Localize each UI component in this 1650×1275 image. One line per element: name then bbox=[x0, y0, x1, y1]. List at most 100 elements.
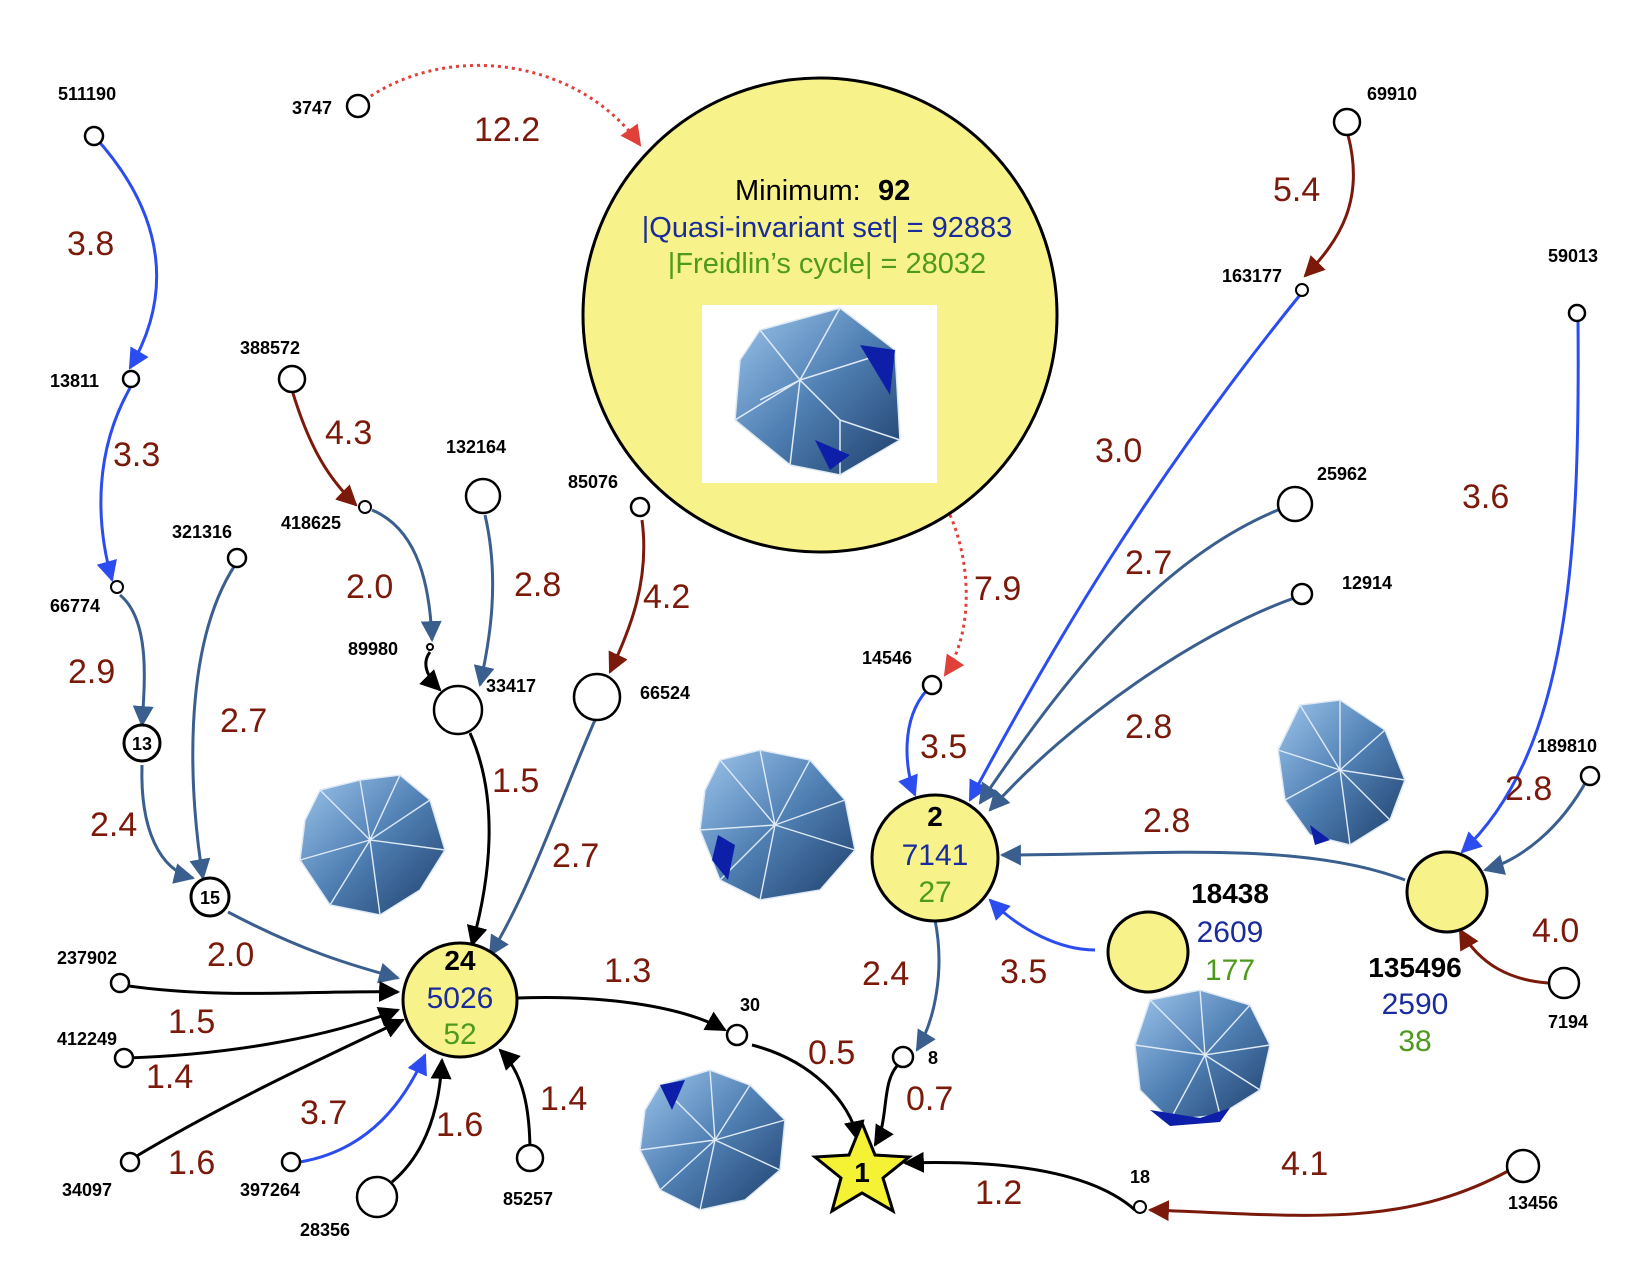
node-2-quasi: 7141 bbox=[902, 839, 969, 872]
edge-13811-66774 bbox=[96, 387, 132, 583]
edge-135496-2 bbox=[999, 844, 1406, 882]
node-66524-label: 66524 bbox=[640, 683, 690, 703]
polyhedron-image bbox=[639, 1069, 786, 1211]
node-2-circle bbox=[870, 793, 1000, 923]
node-28356-circle bbox=[355, 1175, 399, 1219]
node-12914-circle bbox=[1290, 582, 1314, 606]
node-237902-label: 237902 bbox=[57, 948, 117, 968]
edge-59013-135496 bbox=[1460, 317, 1580, 854]
node-511190-label: 511190 bbox=[58, 84, 116, 104]
node-89980-circle bbox=[426, 643, 434, 651]
weight-minimum-14546: 7.9 bbox=[974, 570, 1021, 608]
edge-13-15 bbox=[140, 764, 196, 884]
weight-34097-24: 1.6 bbox=[168, 1144, 215, 1182]
edge-66774-13 bbox=[119, 593, 154, 728]
weight-135496-2: 2.8 bbox=[1143, 802, 1190, 840]
edge-237902-24 bbox=[121, 981, 401, 1003]
edge-30-1 bbox=[751, 1043, 865, 1143]
node-59013-label: 59013 bbox=[1548, 246, 1598, 266]
node-18438-freidlin: 177 bbox=[1205, 954, 1255, 987]
node-66774-label: 66774 bbox=[50, 596, 100, 616]
weight-85257-24: 1.4 bbox=[540, 1080, 587, 1118]
node-135496-quasi: 2590 bbox=[1382, 988, 1449, 1021]
weight-388572-418625: 4.3 bbox=[325, 414, 372, 452]
edge-7194-135496 bbox=[1458, 928, 1549, 985]
node-85257-circle bbox=[515, 1143, 545, 1173]
node-3747-label: 3747 bbox=[292, 98, 332, 118]
star-label: 1 bbox=[854, 1157, 870, 1188]
node-30-label: 30 bbox=[740, 995, 760, 1015]
node-24-freidlin: 52 bbox=[443, 1018, 476, 1051]
weight-412249-24: 1.4 bbox=[146, 1058, 193, 1096]
node-24: 24 5026 52 bbox=[401, 941, 519, 1059]
node-13811-circle bbox=[121, 369, 141, 389]
weight-33417-24: 1.5 bbox=[492, 762, 539, 800]
node-397264-circle bbox=[280, 1151, 302, 1173]
edge-14546-2 bbox=[898, 688, 929, 797]
weight-18438-2: 3.5 bbox=[1000, 953, 1047, 991]
minimum-polyhedron-image bbox=[734, 307, 901, 476]
weight-15-24: 2.0 bbox=[207, 936, 254, 974]
edge-132164-33417 bbox=[473, 514, 495, 688]
node-13-circle bbox=[122, 723, 162, 763]
node-135496-id: 135496 bbox=[1368, 952, 1461, 983]
node-163177-circle bbox=[1295, 283, 1309, 297]
polyhedron-image bbox=[1277, 699, 1406, 846]
edge-34097-24 bbox=[134, 1018, 405, 1159]
quasi-invariant-text: |Quasi-invariant set| = 92883 bbox=[642, 212, 1013, 244]
node-24-circle bbox=[401, 941, 519, 1059]
minimum-label: Minimum: bbox=[735, 175, 861, 207]
weight-511190-13811: 3.8 bbox=[67, 225, 114, 263]
node-237902-circle bbox=[109, 972, 131, 994]
edge-33417-24 bbox=[466, 732, 491, 948]
minimum-node: Minimum: 92 |Quasi-invariant set| = 9288… bbox=[581, 76, 1059, 554]
edge-3747-minimum bbox=[364, 64, 642, 147]
node-163177-label: 163177 bbox=[1222, 266, 1282, 286]
node-66524-circle bbox=[572, 672, 622, 722]
node-388572-circle bbox=[277, 364, 307, 394]
node-3747-circle bbox=[345, 93, 371, 119]
edge-69910-163177 bbox=[1303, 134, 1355, 278]
weight-69910-163177: 5.4 bbox=[1273, 171, 1320, 209]
node-24-id: 24 bbox=[444, 945, 476, 976]
polyhedron-image bbox=[1134, 989, 1271, 1126]
polyhedron-image bbox=[699, 749, 856, 901]
absorbing-star-node: 1 bbox=[811, 1119, 913, 1215]
node-25962-circle bbox=[1276, 485, 1314, 523]
node-18-circle bbox=[1133, 1200, 1147, 1214]
weight-18-1: 1.2 bbox=[975, 1174, 1022, 1212]
edge-28356-24 bbox=[391, 1057, 452, 1184]
edge-24-30 bbox=[516, 995, 727, 1032]
node-418625-label: 418625 bbox=[281, 513, 341, 533]
weight-66774-13: 2.9 bbox=[68, 653, 115, 691]
node-7194-circle bbox=[1547, 966, 1581, 1000]
node-132164-circle bbox=[464, 477, 502, 515]
edge-13456-18 bbox=[1147, 1168, 1511, 1222]
weight-13456-18: 4.1 bbox=[1281, 1145, 1328, 1183]
weight-418625-89980: 2.0 bbox=[346, 568, 393, 606]
weight-237902-24: 1.5 bbox=[168, 1003, 215, 1041]
edge-397264-24 bbox=[299, 1053, 427, 1164]
weight-59013-135496: 3.6 bbox=[1462, 478, 1509, 516]
node-135496-freidlin: 38 bbox=[1398, 1025, 1431, 1058]
edge-12914-2 bbox=[988, 594, 1301, 812]
node-18438: 18438 2609 177 bbox=[1106, 878, 1269, 994]
weight-12914-2: 2.8 bbox=[1125, 708, 1172, 746]
weight-3747-minimum: 12.2 bbox=[474, 111, 540, 149]
node-15-label: 15 bbox=[200, 888, 220, 908]
polyhedron-image bbox=[299, 774, 446, 916]
node-30-circle bbox=[725, 1023, 749, 1047]
node-2-id: 2 bbox=[927, 801, 943, 832]
node-13811-label: 13811 bbox=[50, 371, 99, 391]
node-85076-circle bbox=[629, 496, 651, 518]
weight-132164-33417: 2.8 bbox=[514, 566, 561, 604]
edge-minimum-14546 bbox=[943, 514, 968, 677]
node-69910-circle bbox=[1332, 107, 1362, 137]
edge-18438-2 bbox=[988, 898, 1096, 952]
edge-8-1 bbox=[873, 1061, 902, 1147]
node-25962-label: 25962 bbox=[1317, 464, 1367, 484]
node-321316-label: 321316 bbox=[172, 522, 232, 542]
edge-321316-15 bbox=[189, 564, 237, 881]
weight-321316-15: 2.7 bbox=[220, 702, 267, 740]
